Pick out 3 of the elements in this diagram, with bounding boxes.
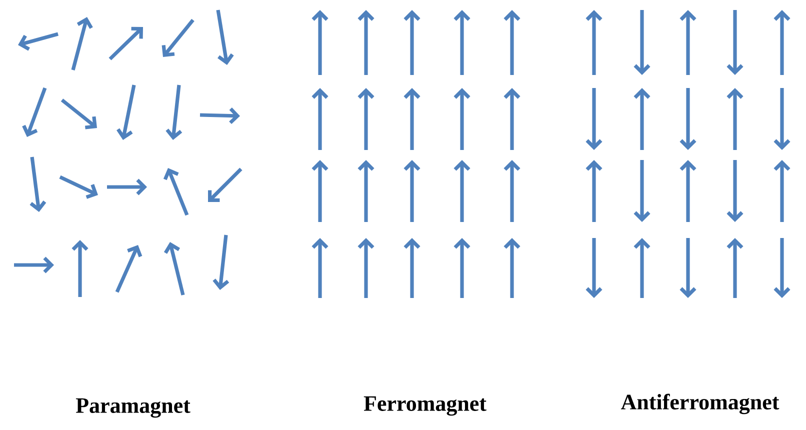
- panel-label: Ferromagnet: [364, 396, 486, 416]
- panel-label: Paramagnet: [76, 398, 190, 418]
- panel-label: Antiferromagnet: [621, 394, 780, 414]
